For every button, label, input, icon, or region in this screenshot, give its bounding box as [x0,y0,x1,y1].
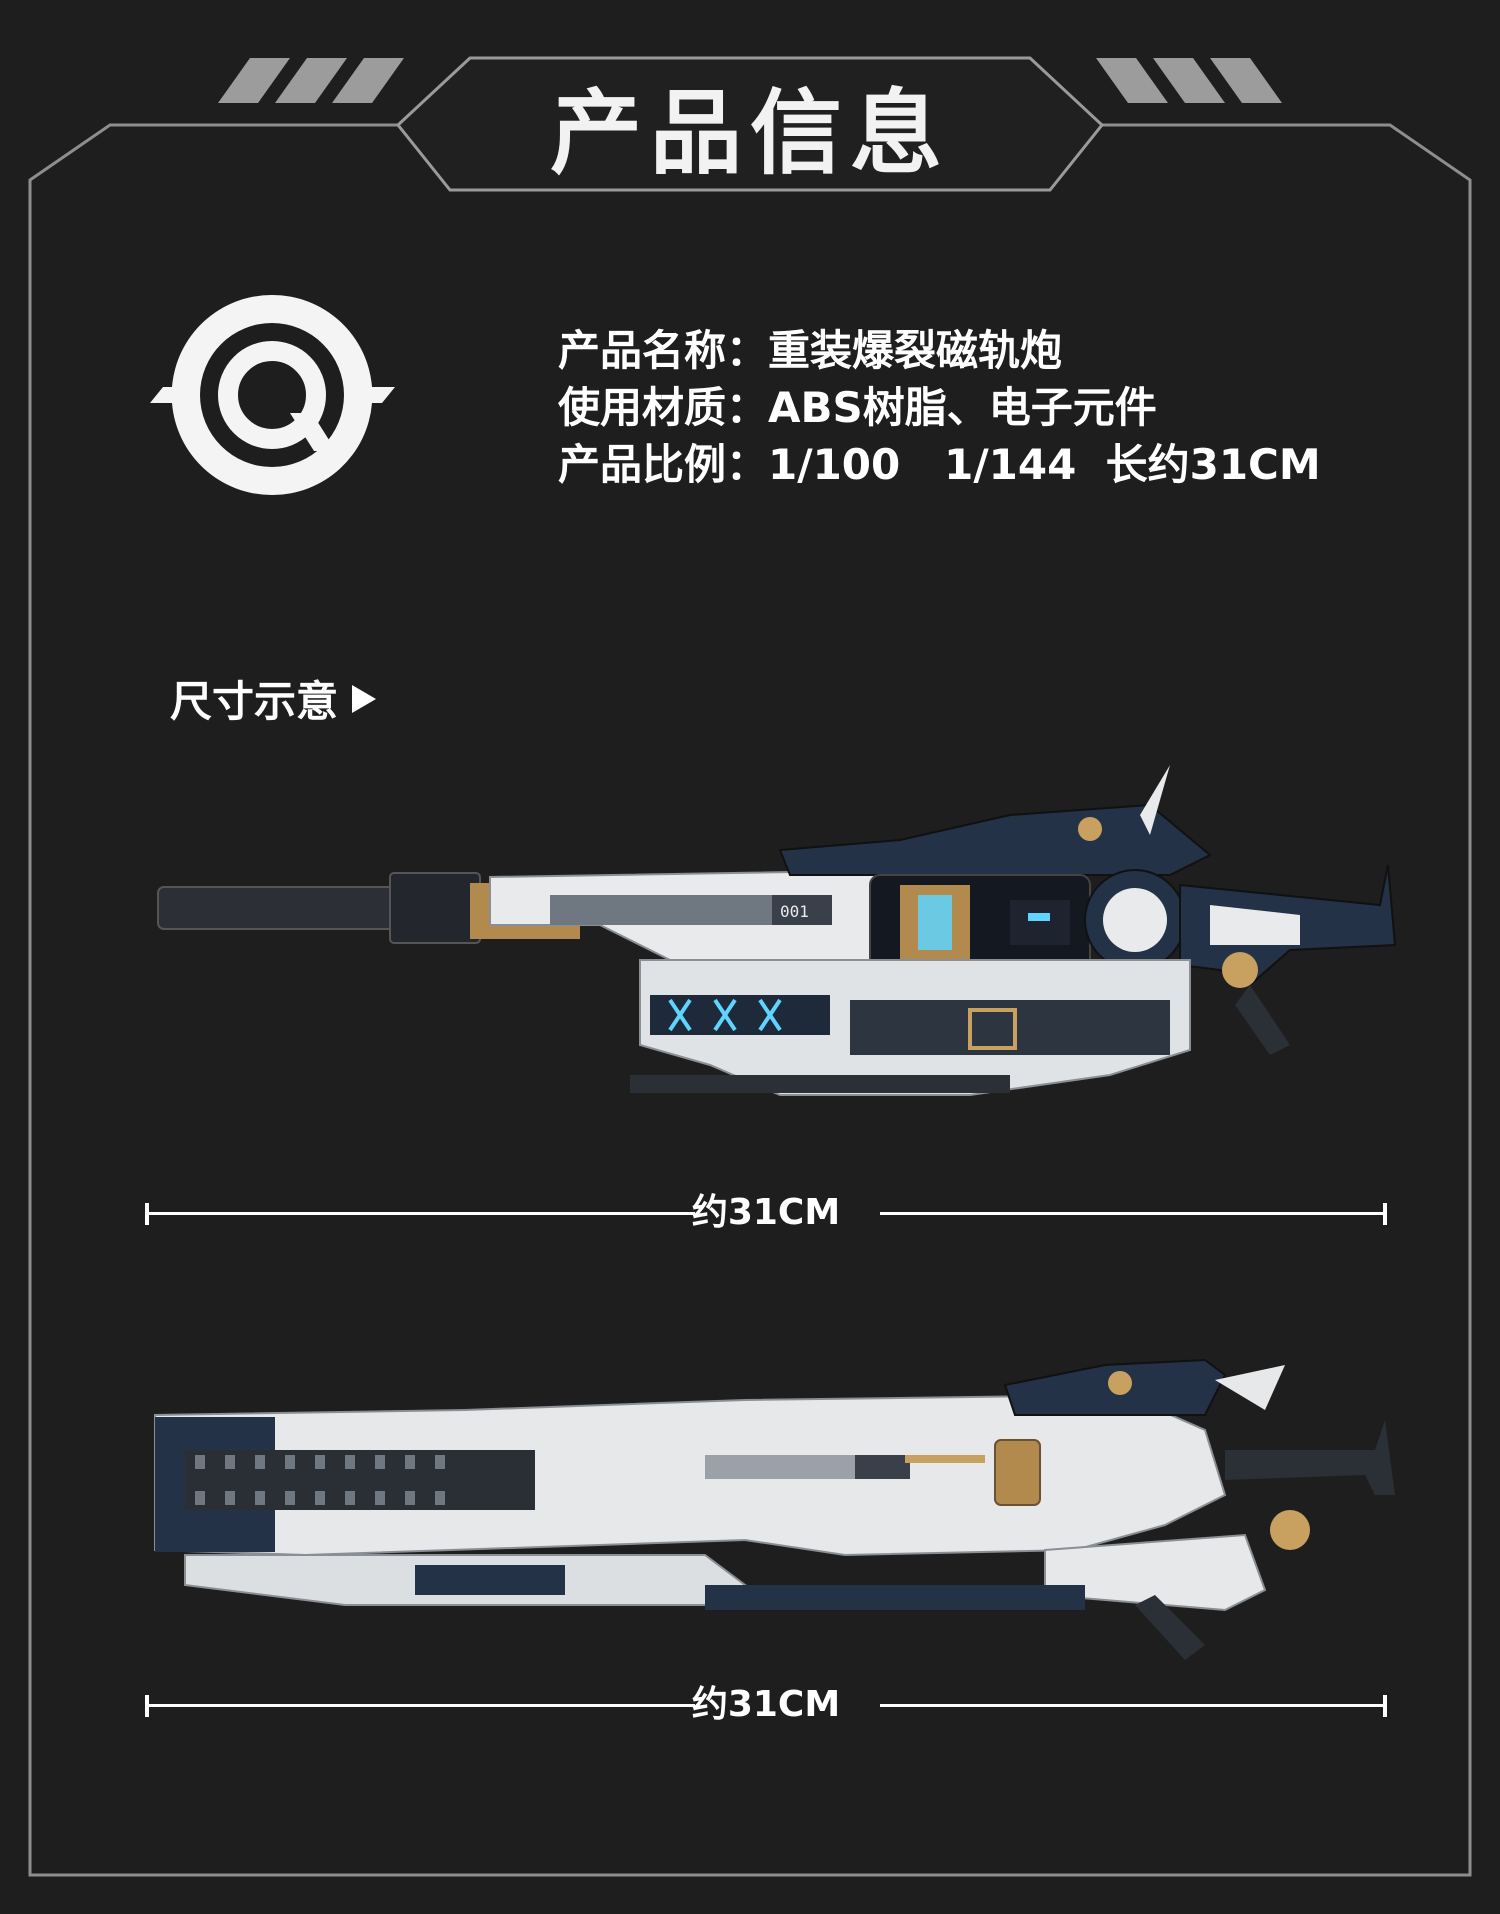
railgun-image-side-view: 001 [157,765,1397,1096]
info-scale-value: 1/100 1/144 长约31CM [768,440,1321,489]
dimension-label-top: 约31CM [691,1192,841,1233]
dimension-line-left [145,1212,695,1215]
dimension-tick-right [1383,1203,1387,1225]
size-section-label: 尺寸示意 [170,668,377,729]
info-row-name: 产品名称：重装爆裂磁轨炮 [558,322,1321,379]
info-scale-label: 产品比例： [558,440,769,489]
product-info-list: 产品名称：重装爆裂磁轨炮 使用材质：ABS树脂、电子元件 产品比例：1/100 … [558,322,1321,493]
info-material-label: 使用材质： [558,383,769,432]
play-triangle-icon [352,684,377,713]
dimension-label-bottom: 约31CM [691,1684,841,1725]
dimension-line-top: 约31CM [145,1193,1387,1233]
page-title: 产品信息 [549,79,950,187]
dimension-line-bottom: 约31CM [145,1685,1387,1725]
railgun-image-other-side-view [154,1358,1395,1660]
dimension-line-right [880,1704,1387,1707]
scope-logo-icon [150,295,395,495]
info-name-label: 产品名称： [558,326,769,375]
gun-serial-text: 001 [780,902,809,921]
label-001-plate [772,895,832,925]
size-section-text: 尺寸示意 [170,677,339,726]
dimension-tick-right [1383,1695,1387,1717]
info-material-value: ABS树脂、电子元件 [768,383,1157,432]
info-row-material: 使用材质：ABS树脂、电子元件 [558,379,1321,436]
info-name-value: 重装爆裂磁轨炮 [768,326,1063,375]
info-row-scale: 产品比例：1/100 1/144 长约31CM [558,436,1321,493]
dimension-line-right [880,1212,1387,1215]
dimension-line-left [145,1704,695,1707]
